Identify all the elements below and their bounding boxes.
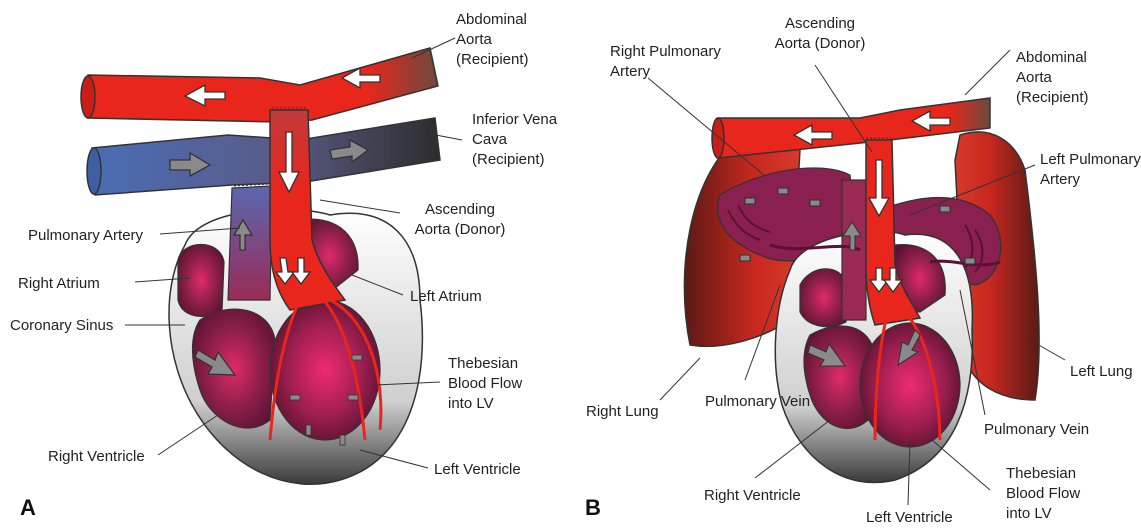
label-abdominal-aorta-b: Abdominal Aorta (Recipient) (1016, 48, 1089, 108)
label-ascending-aorta-a: Ascending Aorta (Donor) (400, 200, 520, 240)
label-right-lung-b: Right Lung (586, 402, 659, 422)
label-pulmonary-vein-left-b: Pulmonary Vein (705, 392, 810, 412)
label-right-atrium-a: Right Atrium (18, 274, 100, 294)
label-left-ventricle-b: Left Ventricle (866, 508, 953, 528)
label-left-ventricle-a: Left Ventricle (434, 460, 521, 480)
panel-a-letter: A (20, 495, 36, 521)
panel-a (81, 38, 462, 484)
label-right-ventricle-b: Right Ventricle (704, 486, 801, 506)
label-ascending-aorta-b: Ascending Aorta (Donor) (760, 14, 880, 54)
abdominal-aorta-a (88, 48, 438, 122)
label-pulmonary-vein-right-b: Pulmonary Vein (984, 420, 1089, 440)
panel-b-letter: B (585, 495, 601, 521)
label-right-pulmonary-artery-b: Right Pulmonary Artery (610, 42, 721, 82)
label-right-ventricle-a: Right Ventricle (48, 447, 145, 467)
pulmonary-artery-a (228, 186, 272, 300)
label-left-atrium-a: Left Atrium (410, 287, 482, 307)
right-atrium-a (178, 245, 224, 317)
label-pulmonary-artery-a: Pulmonary Artery (28, 226, 143, 246)
inferior-vena-cava-a (92, 118, 440, 195)
label-inferior-vena-cava-a: Inferior Vena Cava (Recipient) (472, 110, 557, 170)
abdominal-aorta-b (718, 98, 990, 158)
label-thebesian-a: Thebesian Blood Flow into LV (448, 354, 522, 414)
label-coronary-sinus-a: Coronary Sinus (10, 316, 113, 336)
label-abdominal-aorta-a: Abdominal Aorta (Recipient) (456, 10, 529, 70)
label-left-lung-b: Left Lung (1070, 362, 1133, 382)
label-left-pulmonary-artery-b: Left Pulmonary Artery (1040, 150, 1141, 190)
label-thebesian-b: Thebesian Blood Flow into LV (1006, 464, 1080, 524)
